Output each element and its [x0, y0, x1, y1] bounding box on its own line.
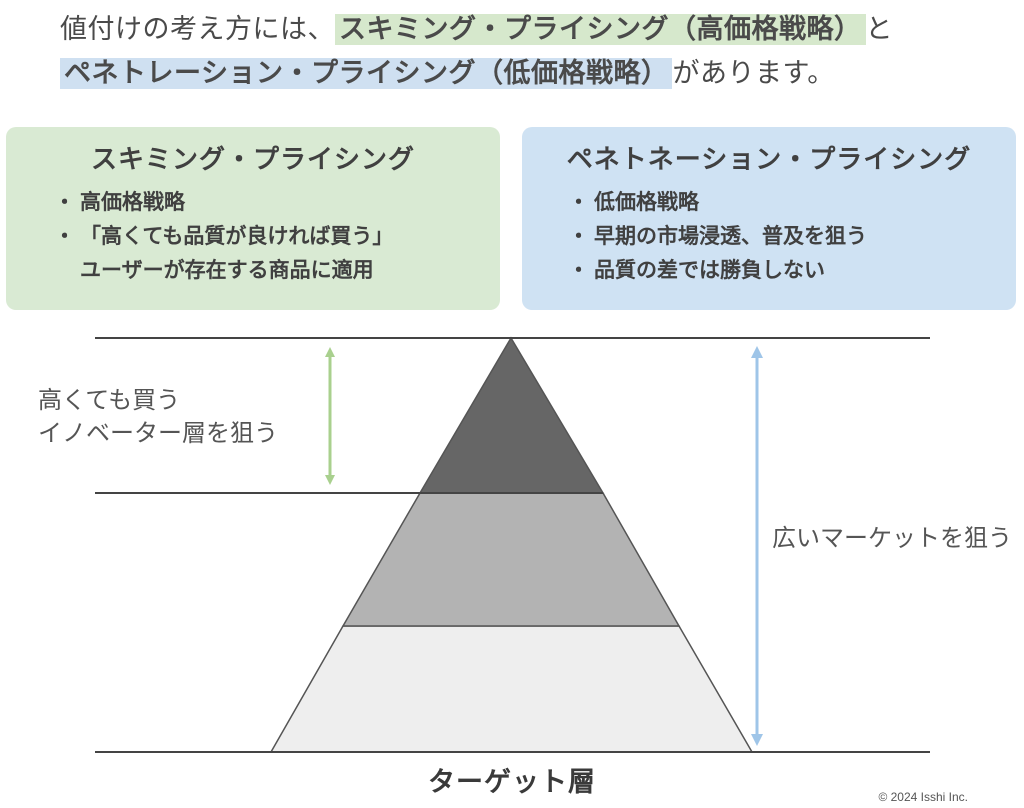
innovator-label: 高くても買う イノベーター層を狙う [38, 384, 278, 450]
copyright: © 2024 Isshi Inc. [878, 790, 968, 804]
penetration-list: 低価格戦略 早期の市場浸透、普及を狙う 品質の差では勝負しない [522, 185, 1016, 287]
skimming-box: スキミング・プライシング 高価格戦略 「高くても品質が良ければ買う」 ユーザーが… [6, 127, 500, 310]
intro-tail: があります。 [672, 58, 835, 89]
intro-text: 値付けの考え方には、スキミング・プライシング（高価格戦略）と ペネトレーション・… [60, 8, 1000, 96]
penetration-title: ペネトネーション・プライシング [566, 145, 972, 175]
penetration-item: 品質の差では勝負しない [568, 253, 1016, 287]
skimming-item: 高価格戦略 [54, 185, 500, 219]
penetration-item: 低価格戦略 [568, 185, 1016, 219]
skimming-item-continued: ユーザーが存在する商品に適用 [80, 258, 374, 282]
innovator-label-line2: イノベーター層を狙う [38, 419, 278, 447]
skimming-title: スキミング・プライシング [90, 145, 415, 175]
pyramid-middle-layer [341, 492, 681, 627]
highlight-penetration: ペネトレーション・プライシング（低価格戦略） [60, 58, 673, 89]
intro-lead: 値付けの考え方には、 [60, 14, 335, 45]
innovator-label-line1: 高くても買う [38, 386, 181, 414]
skimming-list: 高価格戦略 「高くても品質が良ければ買う」 ユーザーが存在する商品に適用 [6, 185, 500, 287]
target-layer-label: ターゲット層 [428, 767, 596, 798]
penetration-item: 早期の市場浸透、普及を狙う [568, 219, 1016, 253]
intro-connector: と [865, 14, 893, 45]
pyramid-bottom-layer [269, 625, 754, 753]
pyramid-top-layer [418, 336, 605, 494]
skimming-item: 「高くても品質が良ければ買う」 [54, 219, 500, 253]
highlight-skimming: スキミング・プライシング（高価格戦略） [335, 14, 866, 45]
penetration-box: ペネトネーション・プライシング 低価格戦略 早期の市場浸透、普及を狙う 品質の差… [522, 127, 1016, 310]
wide-market-label: 広いマーケットを狙う [772, 524, 1012, 552]
